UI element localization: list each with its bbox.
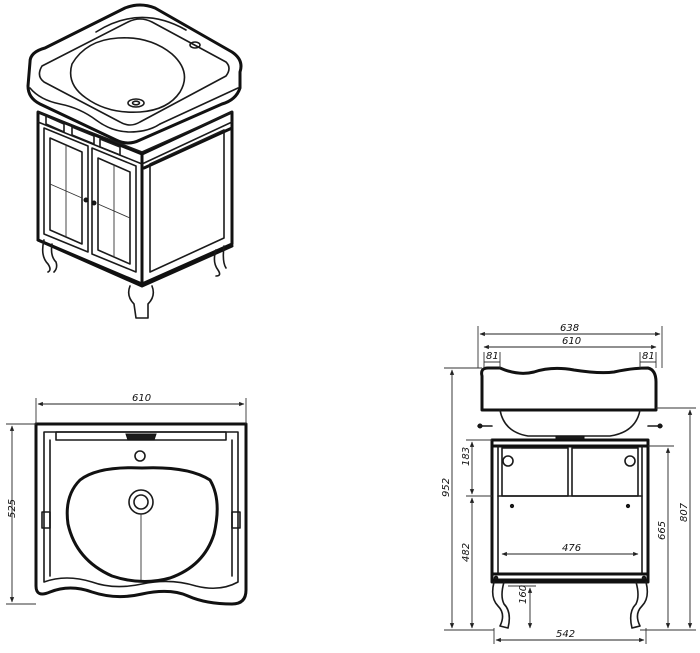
drawer-height-label: 183: [461, 447, 472, 466]
cabinet-height-label: 807: [679, 502, 690, 522]
basin-width-label: 610: [562, 336, 581, 347]
leg-height-label: 160: [518, 585, 529, 604]
inner-width-label: 476: [562, 543, 581, 554]
isometric-view: [26, 3, 243, 319]
top-depth-label: 525: [7, 499, 18, 518]
overall-width-label: 638: [560, 323, 579, 334]
right-overhang-label: 81: [642, 351, 655, 362]
total-height-label: 952: [441, 478, 452, 497]
body-height-label: 665: [657, 521, 668, 540]
top-width-label: 610: [132, 393, 151, 404]
left-overhang-label: 81: [486, 351, 499, 362]
top-view: 610 525: [6, 393, 248, 606]
base-width-label: 542: [556, 629, 575, 640]
front-view: 476 638 610 81 81 952 183: [441, 323, 696, 644]
lower-height-label: 482: [461, 543, 472, 562]
